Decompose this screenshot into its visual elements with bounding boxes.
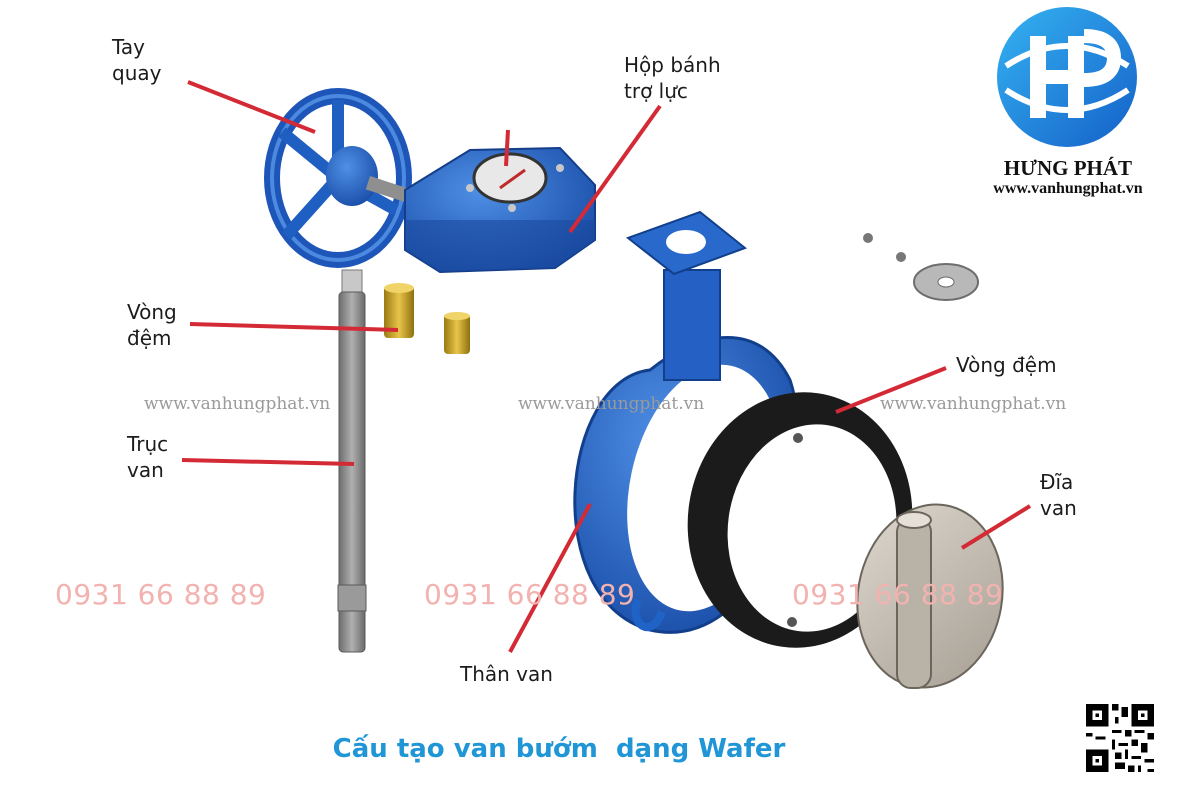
pointer-tay-quay [187,80,316,134]
brand-website: www.vanhungphat.vn [993,180,1143,197]
qr-code [1086,704,1154,772]
watermark-url-1: www.vanhungphat.vn [144,394,331,414]
valve-disc [856,503,1004,689]
watermark-phone-3: 0931 66 88 89 [792,578,1004,611]
pointer-vong-dem-right [835,366,947,414]
label-tay-quay: Tay quay [112,35,162,85]
label-vong-dem-right: Vòng đệm [956,353,1057,377]
hung-phat-logo [997,7,1137,147]
label-than-van: Thân van [460,662,553,686]
watermark-url-3: www.vanhungphat.vn [880,394,1067,414]
watermark-phone-1: 0931 66 88 89 [55,578,267,611]
bushings [384,283,470,354]
pointer-hop-banh [568,104,662,234]
watermark-url-2: www.vanhungphat.vn [518,394,705,414]
handwheel [264,88,416,268]
screws-washer [863,233,979,301]
label-truc-van: Trục van [127,432,169,482]
pointer-dia-van [960,504,1032,550]
pointer-vong-dem-left [189,322,399,332]
gearbox [404,146,596,274]
pointer-lines [181,80,1032,653]
watermark-phone-2: 0931 66 88 89 [424,578,636,611]
label-hop-banh-tro-luc: Hộp bánh trợ lực [624,53,721,103]
brand-name: HƯNG PHÁT [1003,156,1133,180]
valve-stem [337,269,367,653]
pointer-than-van [508,503,592,653]
pointer-gearbox-top [504,129,510,167]
diagram-caption: Cấu tạo van bướm dạng Wafer [332,734,786,764]
label-vong-dem-left: Vòng đệm [127,300,177,350]
valve-seat [687,392,913,648]
label-dia-van: Đĩa van [1040,470,1077,520]
pointer-truc-van [181,458,355,466]
